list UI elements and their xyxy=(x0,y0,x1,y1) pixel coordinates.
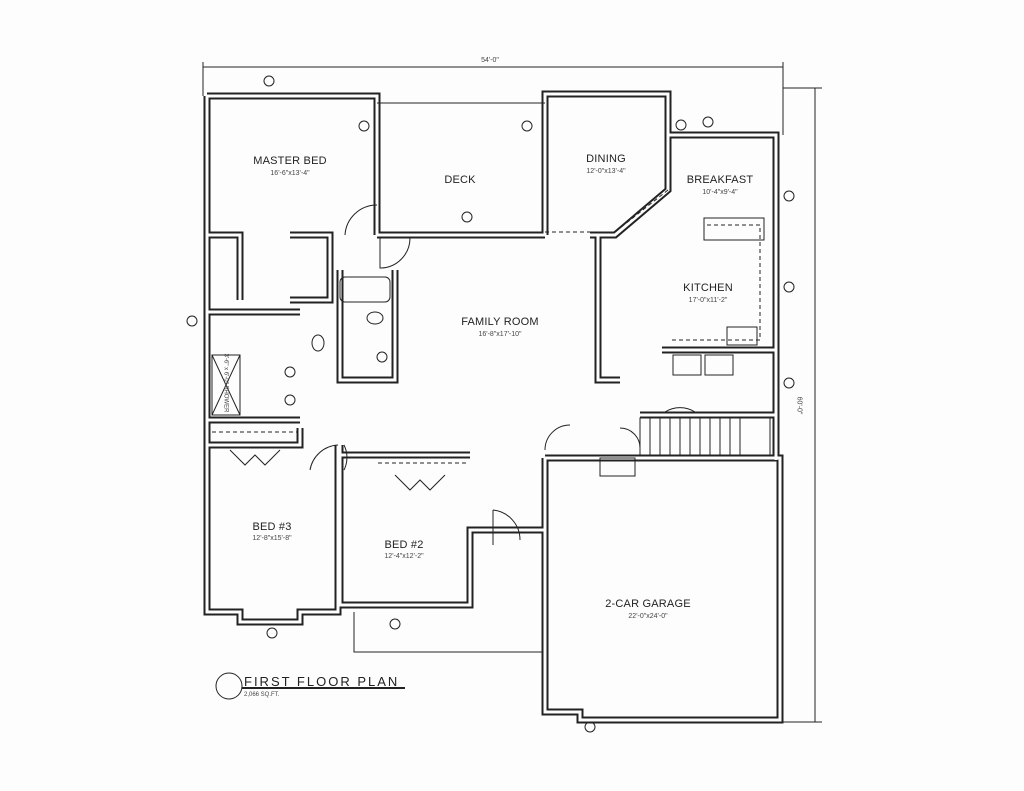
room-bed2-size: 12'-4"x12'-2" xyxy=(384,553,424,560)
bathtub xyxy=(339,276,391,303)
room-breakfast-name: BREAKFAST xyxy=(686,174,754,186)
door-swing xyxy=(619,427,641,449)
room-dining-size: 12'-0"x13'-4" xyxy=(586,168,626,175)
room-family-room-size: 16'-8"x17'-10" xyxy=(478,331,522,338)
door-swing xyxy=(343,444,348,471)
room-bed3-name: BED #3 xyxy=(252,521,292,533)
toilet xyxy=(311,334,325,352)
room-garage-name: 2-CAR GARAGE xyxy=(605,598,691,610)
room-breakfast-size: 10'-4"x9'-4" xyxy=(702,189,738,196)
title-circle xyxy=(215,672,243,700)
room-kitchen-name: KITCHEN xyxy=(683,282,733,294)
stairs xyxy=(639,417,771,456)
door-swing xyxy=(309,444,339,471)
room-garage-size: 22'-0"x24'-0" xyxy=(628,613,668,620)
room-kitchen-size: 17'-0"x11'-2" xyxy=(688,297,728,304)
plan-title: FIRST FLOOR PLAN xyxy=(244,674,400,689)
shower xyxy=(211,354,241,416)
room-deck-name: DECK xyxy=(444,174,476,186)
room-master-bed-size: 16'-6"x13'-4" xyxy=(270,170,310,177)
door-swing xyxy=(492,509,521,545)
room-family-room-name: FAMILY ROOM xyxy=(461,316,539,328)
room-master-bed-name: MASTER BED xyxy=(253,155,327,167)
door-swing xyxy=(664,407,696,413)
door-swing xyxy=(544,424,571,451)
overall-depth-dimension: 60'-0" xyxy=(795,396,803,415)
room-dining-name: DINING xyxy=(586,153,626,165)
door-swing xyxy=(379,237,411,269)
room-bed3-size: 12'-8"x15'-8" xyxy=(252,535,292,542)
door-swing xyxy=(344,204,378,236)
room-bed2-name: BED #2 xyxy=(384,539,424,551)
plan-area: 2,066 SQ.FT. xyxy=(244,692,280,698)
overall-width-dimension: 54'-0" xyxy=(481,57,499,64)
toilet xyxy=(366,311,384,325)
window-tags xyxy=(186,75,795,733)
walls xyxy=(203,90,784,724)
shower-label: 3'-6" x 6'-0" SHOWER xyxy=(222,353,229,413)
